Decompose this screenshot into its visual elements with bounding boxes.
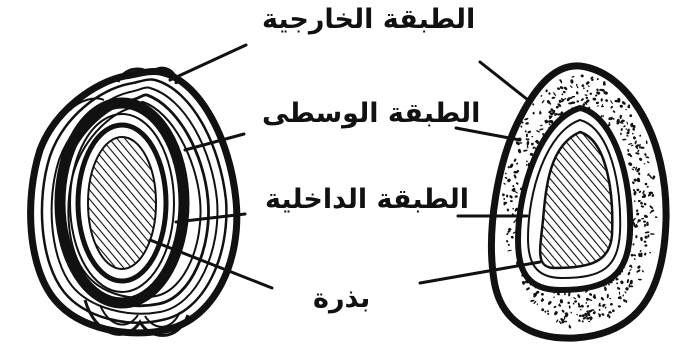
label-inner-layer: الطبقة الداخلية [265,186,469,213]
right-fruit-cross-section [492,66,667,338]
leader-lines [150,45,540,288]
label-outer-layer: الطبقة الخارجية [262,6,475,33]
left-fruit-cross-section [31,68,237,335]
left-seed [88,137,156,269]
leader-outer-left [170,45,246,80]
leader-outer-right [480,62,528,100]
label-middle-layer: الطبقة الوسطى [262,100,480,127]
label-seed: بذرة [313,285,370,312]
